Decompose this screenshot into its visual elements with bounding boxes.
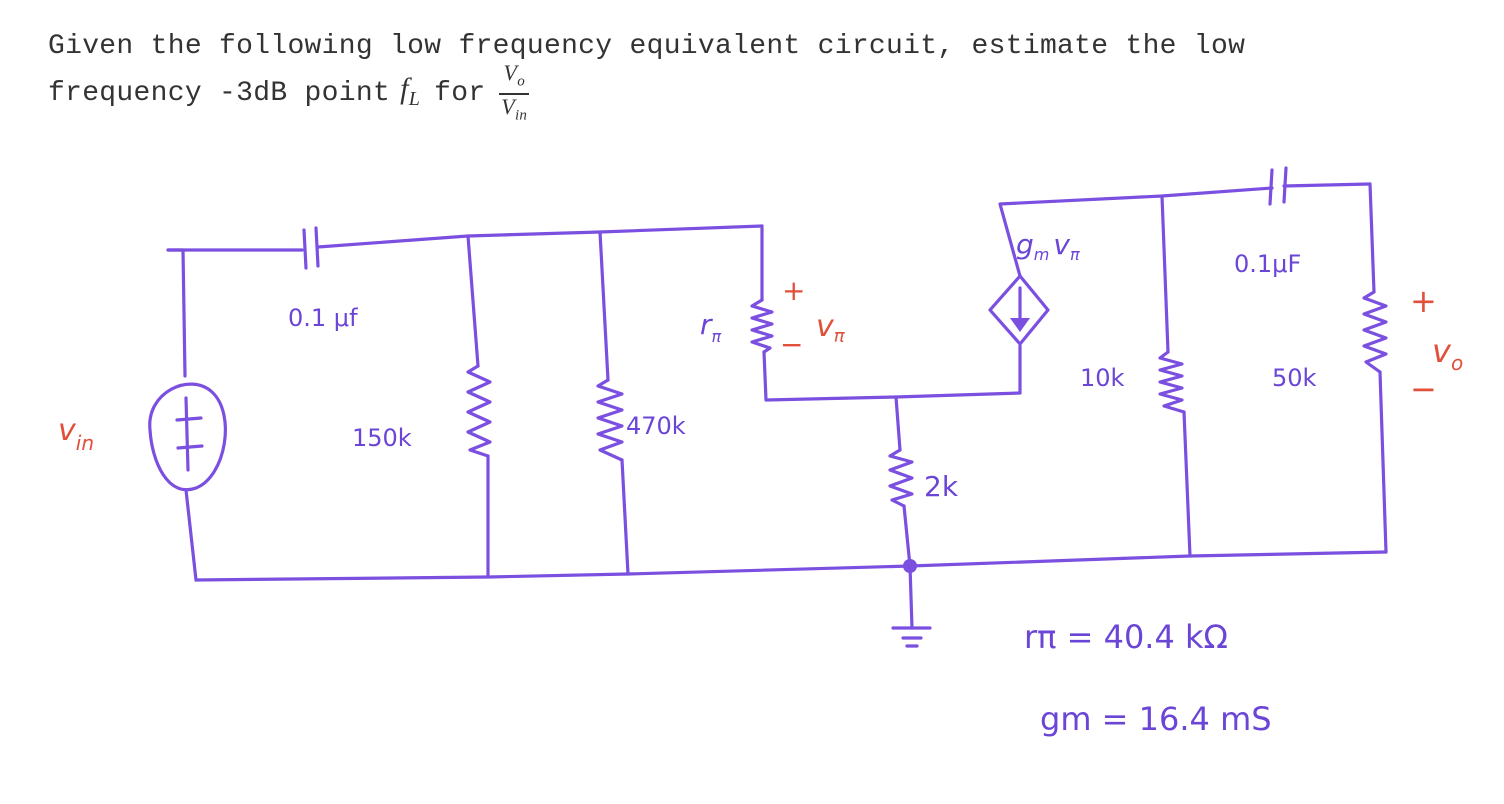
fraction-denominator: Vin <box>501 95 527 127</box>
cap-in-label: 0.1 μf <box>288 304 358 332</box>
given-rpi: rπ = 40.4 kΩ <box>1024 618 1228 656</box>
rpi-wire <box>760 224 1022 402</box>
vo-minus: − <box>1410 370 1437 408</box>
for-word: for <box>434 78 486 109</box>
vo-plus: + <box>1410 282 1437 320</box>
source-wire <box>166 248 198 582</box>
r2k-wire <box>894 395 912 568</box>
num-base: V <box>503 59 518 85</box>
question-line-2-prefix: frequency -3dB point <box>48 78 391 109</box>
ground-rail <box>194 550 1388 582</box>
question-line-2: frequency -3dB point fL for Vo Vin <box>48 60 1468 124</box>
voltage-source <box>148 382 227 492</box>
dependent-current-source <box>988 274 1050 346</box>
r2k-label: 2k <box>924 470 959 503</box>
question-line-1: Given the following low frequency equiva… <box>48 31 1246 62</box>
den-sub: in <box>514 107 528 124</box>
r10k-wire <box>1160 194 1192 558</box>
den-base: V <box>501 94 515 119</box>
vpi-minus: − <box>780 328 803 361</box>
r10k-resistor <box>1158 350 1186 414</box>
r470k-resistor <box>596 378 624 462</box>
given-gm: gm = 16.4 mS <box>1040 700 1272 738</box>
fl-base: f <box>400 72 409 105</box>
num-sub: o <box>517 73 526 89</box>
r10k-label: 10k <box>1080 364 1125 392</box>
rpi-label: rπ <box>700 308 722 346</box>
rpi-resistor <box>750 298 774 354</box>
top-rail-mid <box>316 224 764 249</box>
gain-fraction: Vo Vin <box>499 59 530 128</box>
dep-source-wire <box>998 182 1372 395</box>
r50k-resistor <box>1362 290 1388 374</box>
vpi-label: vπ <box>816 309 846 347</box>
r470k-wire <box>598 230 630 576</box>
fl-sub: L <box>408 88 421 110</box>
r150k-label: 150k <box>352 424 412 452</box>
cap-out-label: 0.1μF <box>1234 250 1301 278</box>
vpi-plus: + <box>782 274 805 307</box>
fraction-numerator: Vo <box>499 59 530 95</box>
r50k-wire <box>1368 182 1388 554</box>
fl-symbol: fL <box>400 64 420 124</box>
vin-label: vin <box>58 413 94 455</box>
input-capacitor <box>302 226 320 270</box>
ground-symbol <box>891 564 932 648</box>
question-text: Given the following low frequency equiva… <box>48 22 1468 124</box>
r50k-label: 50k <box>1272 364 1317 392</box>
r150k-wire <box>466 234 490 579</box>
r2k-resistor <box>888 448 914 508</box>
vo-label: vo <box>1432 332 1463 375</box>
r150k-resistor <box>466 364 492 458</box>
r470k-label: 470k <box>626 412 686 440</box>
output-capacitor <box>1268 166 1288 206</box>
